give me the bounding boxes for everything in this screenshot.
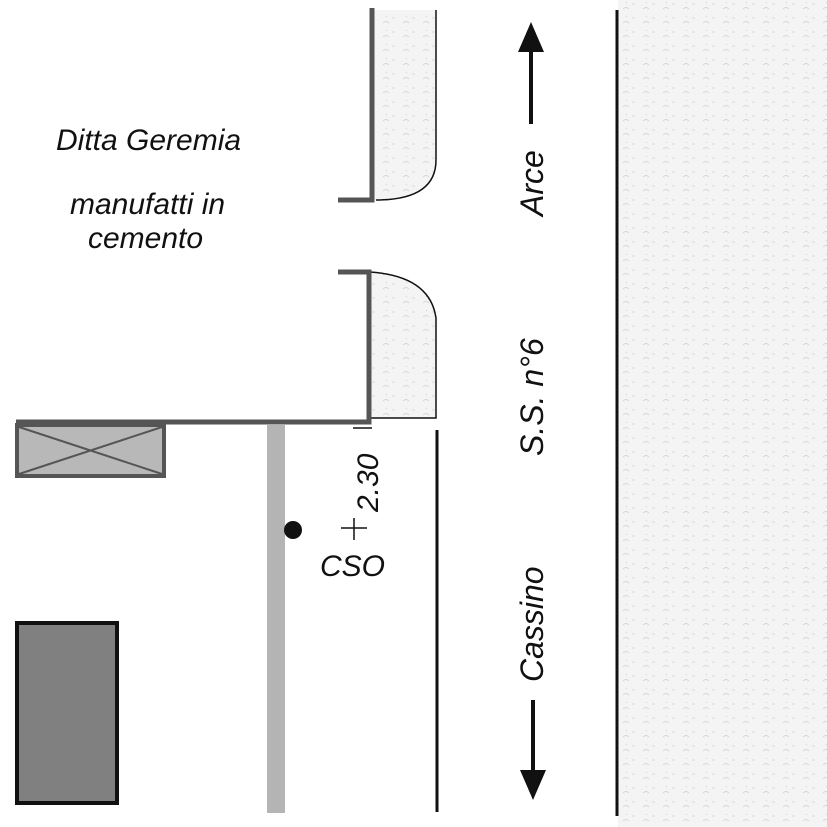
sidewalk-lower bbox=[370, 272, 436, 418]
wall-upper bbox=[338, 8, 375, 203]
point-marker bbox=[284, 521, 302, 539]
direction-south-label: Cassino bbox=[514, 566, 550, 682]
crossed-box bbox=[15, 423, 166, 478]
point-label: CSO bbox=[320, 550, 385, 583]
direction-north-label: Arce bbox=[514, 150, 550, 218]
company-desc-line1: manufatti in bbox=[70, 188, 225, 221]
measurement-ticks bbox=[341, 427, 372, 540]
sidewalk-upper bbox=[372, 10, 436, 200]
building bbox=[15, 621, 119, 805]
arrow-south-icon bbox=[520, 700, 546, 800]
wall-lower bbox=[16, 269, 372, 425]
curb-lower bbox=[369, 271, 437, 419]
arrow-north-icon bbox=[518, 22, 544, 124]
curb-upper bbox=[375, 10, 437, 201]
road-name-label: S.S. n°6 bbox=[514, 338, 550, 456]
pipe-line bbox=[267, 425, 285, 813]
measurement-value: 2.30 bbox=[352, 453, 385, 513]
hatched-area-east bbox=[618, 0, 827, 827]
company-desc-line2: cemento bbox=[88, 222, 203, 255]
company-name: Ditta Geremia bbox=[56, 124, 241, 157]
